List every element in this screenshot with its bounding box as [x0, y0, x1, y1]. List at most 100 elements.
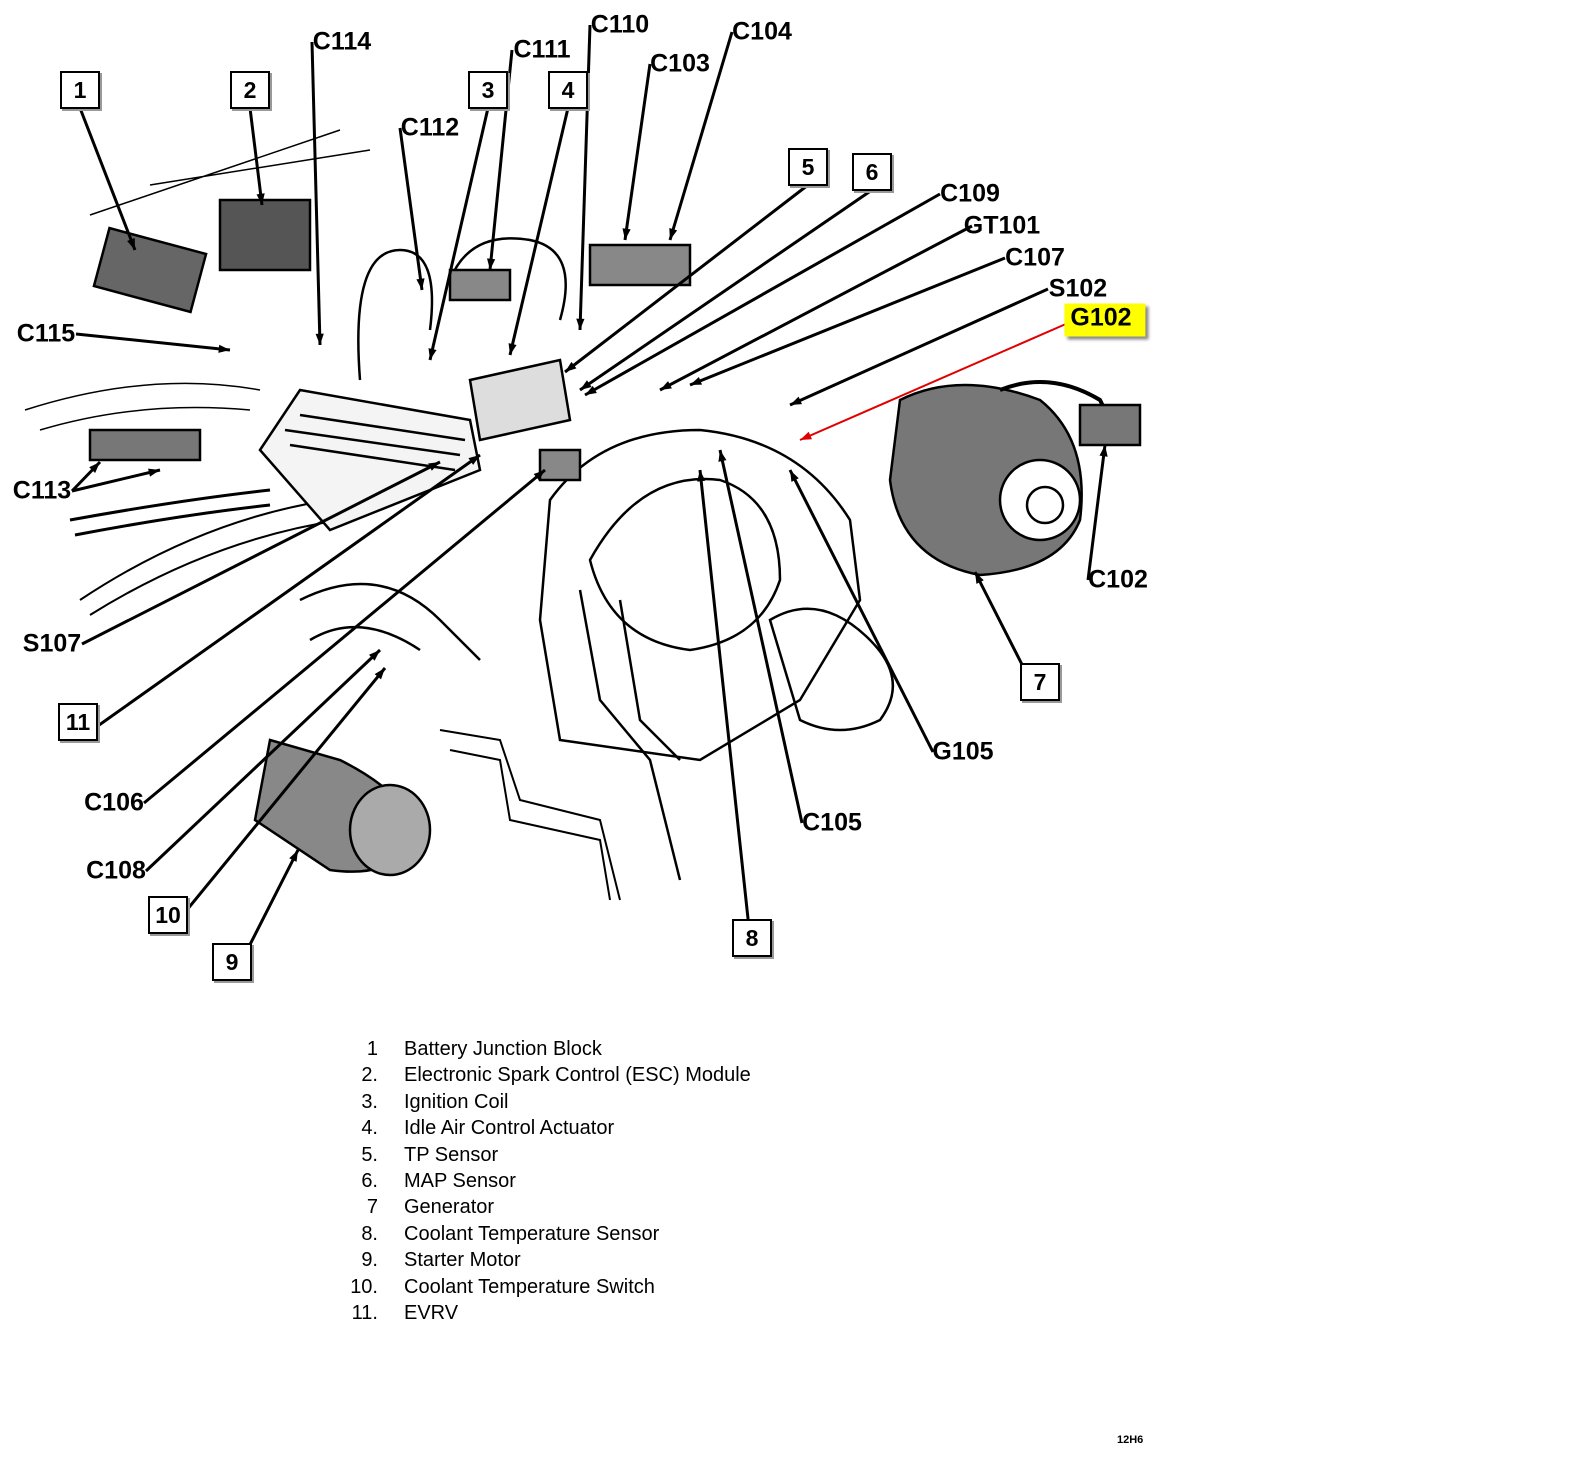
- callout-number-8: 8: [732, 919, 772, 957]
- arrowhead-icon: [315, 333, 324, 345]
- leader-line: [659, 224, 973, 392]
- connector-label-c108: C108: [86, 856, 146, 885]
- leader-line: [623, 63, 652, 241]
- arrowhead-icon: [790, 396, 802, 405]
- callout-number-3: 3: [468, 71, 508, 109]
- callout-number-11: 11: [58, 703, 98, 741]
- leader-line: [579, 188, 873, 392]
- legend-label: Coolant Temperature Sensor: [404, 1222, 660, 1245]
- arrowhead-icon: [576, 318, 585, 330]
- leader-line: [668, 31, 734, 241]
- arrowhead-icon: [416, 278, 425, 290]
- legend-item: 3. Ignition Coil: [340, 1089, 751, 1115]
- legend-item: 2. Electronic Spark Control (ESC) Module: [340, 1062, 751, 1088]
- arrowhead-icon: [669, 228, 678, 240]
- leader-line: [78, 107, 137, 251]
- legend-label: Idle Air Control Actuator: [404, 1117, 615, 1140]
- legend-item: 8. Coolant Temperature Sensor: [340, 1221, 751, 1247]
- leader-line: [166, 667, 387, 934]
- legend-item: 10.Coolant Temperature Switch: [340, 1274, 751, 1300]
- connector-label-c104: C104: [732, 17, 792, 46]
- callout-number-5: 5: [788, 148, 828, 186]
- arrowhead-icon: [508, 343, 517, 355]
- arrowhead-icon: [148, 468, 160, 477]
- leader-line: [71, 468, 161, 493]
- arrowhead-icon: [256, 193, 265, 205]
- connector-label-c109: C109: [940, 179, 1000, 208]
- connector-label-c114: C114: [312, 27, 372, 56]
- legend-label: Battery Junction Block: [404, 1038, 602, 1060]
- arrowhead-icon: [368, 650, 380, 661]
- legend-number: 5.: [361, 1143, 378, 1166]
- legend-label: Electronic Spark Control (ESC) Module: [404, 1064, 751, 1087]
- leader-line: [788, 469, 935, 753]
- leader-line: [698, 469, 754, 957]
- leader-line: [248, 107, 264, 206]
- arrowhead-icon: [374, 668, 385, 680]
- legend-item: 11.EVRV: [340, 1300, 751, 1326]
- legend-number: 3.: [361, 1090, 378, 1113]
- legend-number: 8.: [361, 1222, 378, 1245]
- legend-label: Ignition Coil: [404, 1090, 509, 1113]
- callout-number-6: 6: [852, 153, 892, 191]
- legend-label: Generator: [404, 1196, 495, 1219]
- leader-line: [75, 332, 231, 352]
- arrowhead-icon: [468, 455, 480, 465]
- legend-item: 6. MAP Sensor: [340, 1168, 751, 1194]
- callout-number-10: 10: [148, 896, 188, 934]
- connector-label-g102: G102: [1064, 303, 1146, 337]
- arrowhead-icon: [218, 344, 230, 353]
- leader-line: [584, 192, 941, 397]
- callout-number-2: 2: [230, 71, 270, 109]
- connector-label-s107: S107: [22, 629, 82, 658]
- leader-line: [428, 107, 490, 361]
- arrowhead-icon: [622, 228, 631, 240]
- arrowhead-icon: [487, 258, 496, 270]
- connector-label-gt101: GT101: [963, 211, 1041, 240]
- legend-label: Coolant Temperature Switch: [404, 1275, 655, 1298]
- leader-line: [578, 24, 592, 331]
- leader-line: [143, 468, 546, 805]
- leader-line: [508, 107, 570, 356]
- connector-label-g105: G105: [932, 737, 994, 766]
- figure-id: 12H6: [1117, 1434, 1144, 1446]
- engine-drawing: [24, 129, 1142, 901]
- arrowhead-icon: [800, 431, 812, 440]
- callout-number-7: 7: [1020, 663, 1060, 701]
- connector-label-c106: C106: [84, 788, 144, 817]
- connector-label-s102: S102: [1048, 274, 1108, 303]
- connector-label-c111: C111: [513, 35, 571, 64]
- legend-number: 6.: [361, 1170, 378, 1193]
- connector-label-c105: C105: [802, 808, 862, 837]
- legend-label: TP Sensor: [404, 1143, 499, 1166]
- connector-label-c112: C112: [400, 113, 460, 142]
- connector-label-c115: C115: [16, 319, 76, 348]
- callout-leader-lines: [70, 24, 1108, 981]
- leader-line: [488, 49, 514, 271]
- leader-line: [144, 648, 382, 873]
- arrowhead-icon: [428, 348, 437, 360]
- leader-line: [789, 287, 1049, 407]
- leader-line: [799, 319, 1076, 441]
- arrowhead-icon: [718, 450, 727, 462]
- legend-number: 9.: [361, 1249, 378, 1272]
- arrowhead-icon: [690, 376, 702, 385]
- arrowhead-icon: [565, 361, 577, 372]
- arrowhead-icon: [127, 238, 135, 250]
- legend-number: 2.: [361, 1064, 378, 1087]
- leader-line: [310, 41, 322, 346]
- arrowhead-icon: [580, 380, 592, 390]
- arrowhead-icon: [697, 470, 706, 482]
- legend-label: Starter Motor: [404, 1249, 521, 1272]
- legend-label: MAP Sensor: [404, 1170, 516, 1193]
- leader-line: [689, 256, 1006, 387]
- callout-number-4: 4: [548, 71, 588, 109]
- connector-label-c102: C102: [1088, 565, 1148, 594]
- callout-number-9: 9: [212, 943, 252, 981]
- leader-line: [77, 453, 481, 742]
